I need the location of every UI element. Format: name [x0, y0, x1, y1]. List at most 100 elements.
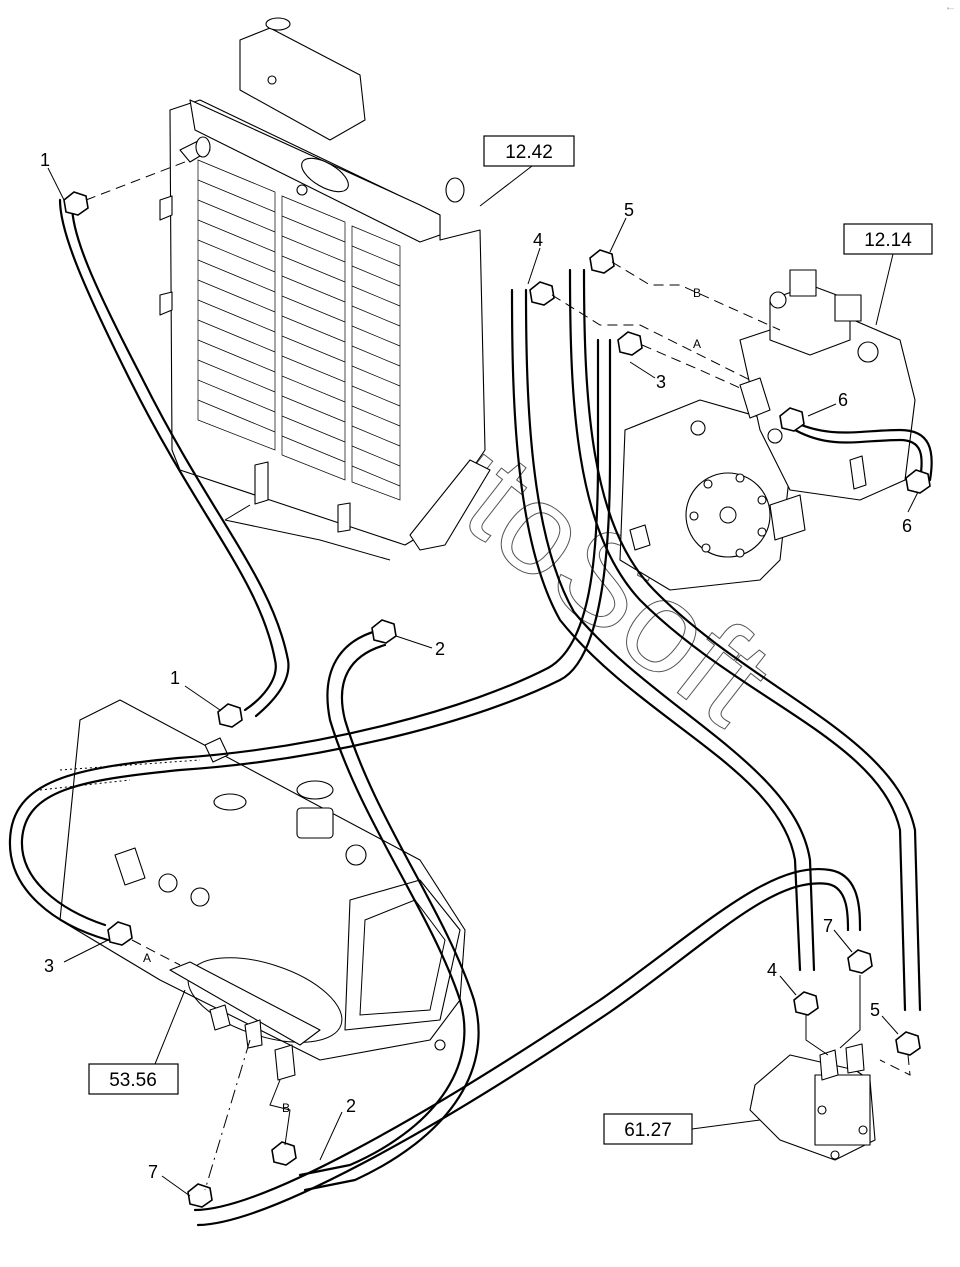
pump-flange: [685, 472, 771, 558]
radiator-bottom-pipe: [409, 459, 491, 551]
nut-1-tank: [217, 703, 243, 728]
pump-side-fitting: [849, 455, 867, 490]
letter-a-tank: A: [143, 951, 151, 965]
callout-leaders: [47, 167, 919, 1197]
tank-sight-plug-2: [190, 887, 210, 907]
callout-4-bottom: 4: [767, 960, 777, 980]
motor-port-a: [819, 1049, 839, 1081]
nut-6-upper: [779, 407, 805, 432]
ref-box-61-27[interactable]: 61.27: [603, 1113, 761, 1145]
ref-box-12-14[interactable]: 12.14: [843, 223, 933, 326]
ref-label-12-14[interactable]: 12.14: [864, 230, 912, 251]
solenoid-knob-2: [857, 341, 879, 363]
radiator-core-grill: [197, 159, 401, 501]
nut-3-tank: [107, 921, 133, 946]
hose-5-outer: [568, 268, 907, 1012]
conn-1-top: [85, 159, 191, 201]
pump-nut-1: [690, 420, 706, 436]
conn-4-motor: [805, 1015, 829, 1056]
hose-2-outer: [298, 628, 466, 1177]
radiator-bracket-2: [159, 291, 173, 316]
callout-5-bottom: 5: [870, 1000, 880, 1020]
nut-6-lower: [905, 469, 931, 494]
hoses: [8, 198, 933, 1227]
ref-box-53-56[interactable]: 53.56: [88, 989, 186, 1095]
hose-1-outer: [58, 198, 277, 712]
motor-port-b: [845, 1043, 865, 1074]
radiator-base-outline: [224, 504, 391, 561]
solenoid-coil-1: [789, 269, 817, 297]
callout-5-top: 5: [624, 200, 634, 220]
tank-mount-bolt: [434, 1039, 446, 1051]
nut-7-motor: [847, 949, 873, 974]
radiator-bracket: [159, 195, 173, 221]
letter-a-pump: A: [693, 337, 701, 351]
hose-1-inner: [70, 203, 290, 718]
ref-label-53-56[interactable]: 53.56: [109, 1070, 157, 1091]
callout-3-pump: 3: [656, 372, 666, 392]
tank-port-1: [209, 1004, 231, 1031]
nut-2-bottom: [271, 1141, 297, 1166]
solenoid-coil-2: [834, 294, 862, 322]
radiator-drain-fitting: [254, 461, 269, 505]
tank-port-3: [274, 1044, 296, 1081]
hose-3-inner: [8, 338, 600, 942]
tank-port-2: [244, 1019, 263, 1049]
hose-4-inner: [524, 288, 816, 972]
nut-1-top: [63, 191, 89, 216]
conn-4-pump: [551, 294, 751, 381]
pump-port-fitting: [769, 494, 806, 541]
letter-b-tank: B: [282, 1101, 290, 1115]
tank-elbow-fitting: [114, 847, 146, 886]
tank-plug: [213, 793, 247, 811]
conn-3-tank: [131, 939, 181, 966]
callout-1-top: 1: [40, 150, 50, 170]
conn-5-pump: [611, 261, 781, 331]
radiator-header-tank: [239, 27, 366, 141]
letter-b-pump: B: [693, 286, 701, 300]
pump-nut-2: [767, 428, 783, 444]
tank-breather-top: [296, 780, 334, 800]
radiator-bolt-2: [296, 184, 308, 196]
nut-3-pump: [617, 331, 643, 356]
radiator-side-pipe: [445, 177, 465, 203]
radiator: [159, 17, 491, 561]
nut-2-mid: [371, 619, 397, 644]
nut-4-top: [529, 281, 555, 306]
connection-lines: [85, 159, 911, 1191]
callout-7-motor: 7: [823, 916, 833, 936]
hose-4-outer: [510, 288, 802, 972]
tank-nut: [345, 844, 367, 866]
hydraulic-motor: [749, 1043, 876, 1161]
conn-7-motor: [839, 975, 861, 1049]
conn-5-motor: [879, 1054, 911, 1076]
nut-7-bottom-left: [187, 1183, 213, 1208]
nut-4-bottom: [793, 991, 819, 1016]
oil-tank: [39, 699, 466, 1081]
radiator-outlet-neck: [301, 157, 349, 193]
ref-label-12-42[interactable]: 12.42: [505, 142, 553, 163]
pump-shaft: [629, 524, 651, 551]
radiator-inlet-nut: [195, 136, 211, 158]
callout-6-lower: 6: [902, 516, 912, 536]
hose-6-inner: [793, 428, 923, 482]
pump-fitting-tee: [739, 377, 771, 419]
radiator-drain-fitting-2: [337, 502, 351, 533]
tank-hidden-edge: [39, 759, 201, 791]
tank-side-recess: [359, 899, 446, 1016]
ref-box-12-42[interactable]: 12.42: [479, 135, 575, 207]
hose-7-outer: [193, 867, 862, 1212]
hose-7-inner: [196, 882, 850, 1227]
conn-2-tank: [269, 1079, 291, 1146]
callout-7-bottom-left: 7: [148, 1162, 158, 1182]
callout-6-upper: 6: [838, 390, 848, 410]
ref-label-61-27[interactable]: 61.27: [624, 1120, 672, 1141]
callout-1-tank: 1: [170, 668, 180, 688]
radiator-bolt: [267, 75, 277, 85]
nut-5-top: [589, 249, 615, 274]
callout-3-tank: 3: [44, 956, 54, 976]
pump-flange-bolts: [689, 473, 767, 558]
hose-5-inner: [582, 268, 922, 1012]
hose-6-outer: [788, 418, 933, 482]
